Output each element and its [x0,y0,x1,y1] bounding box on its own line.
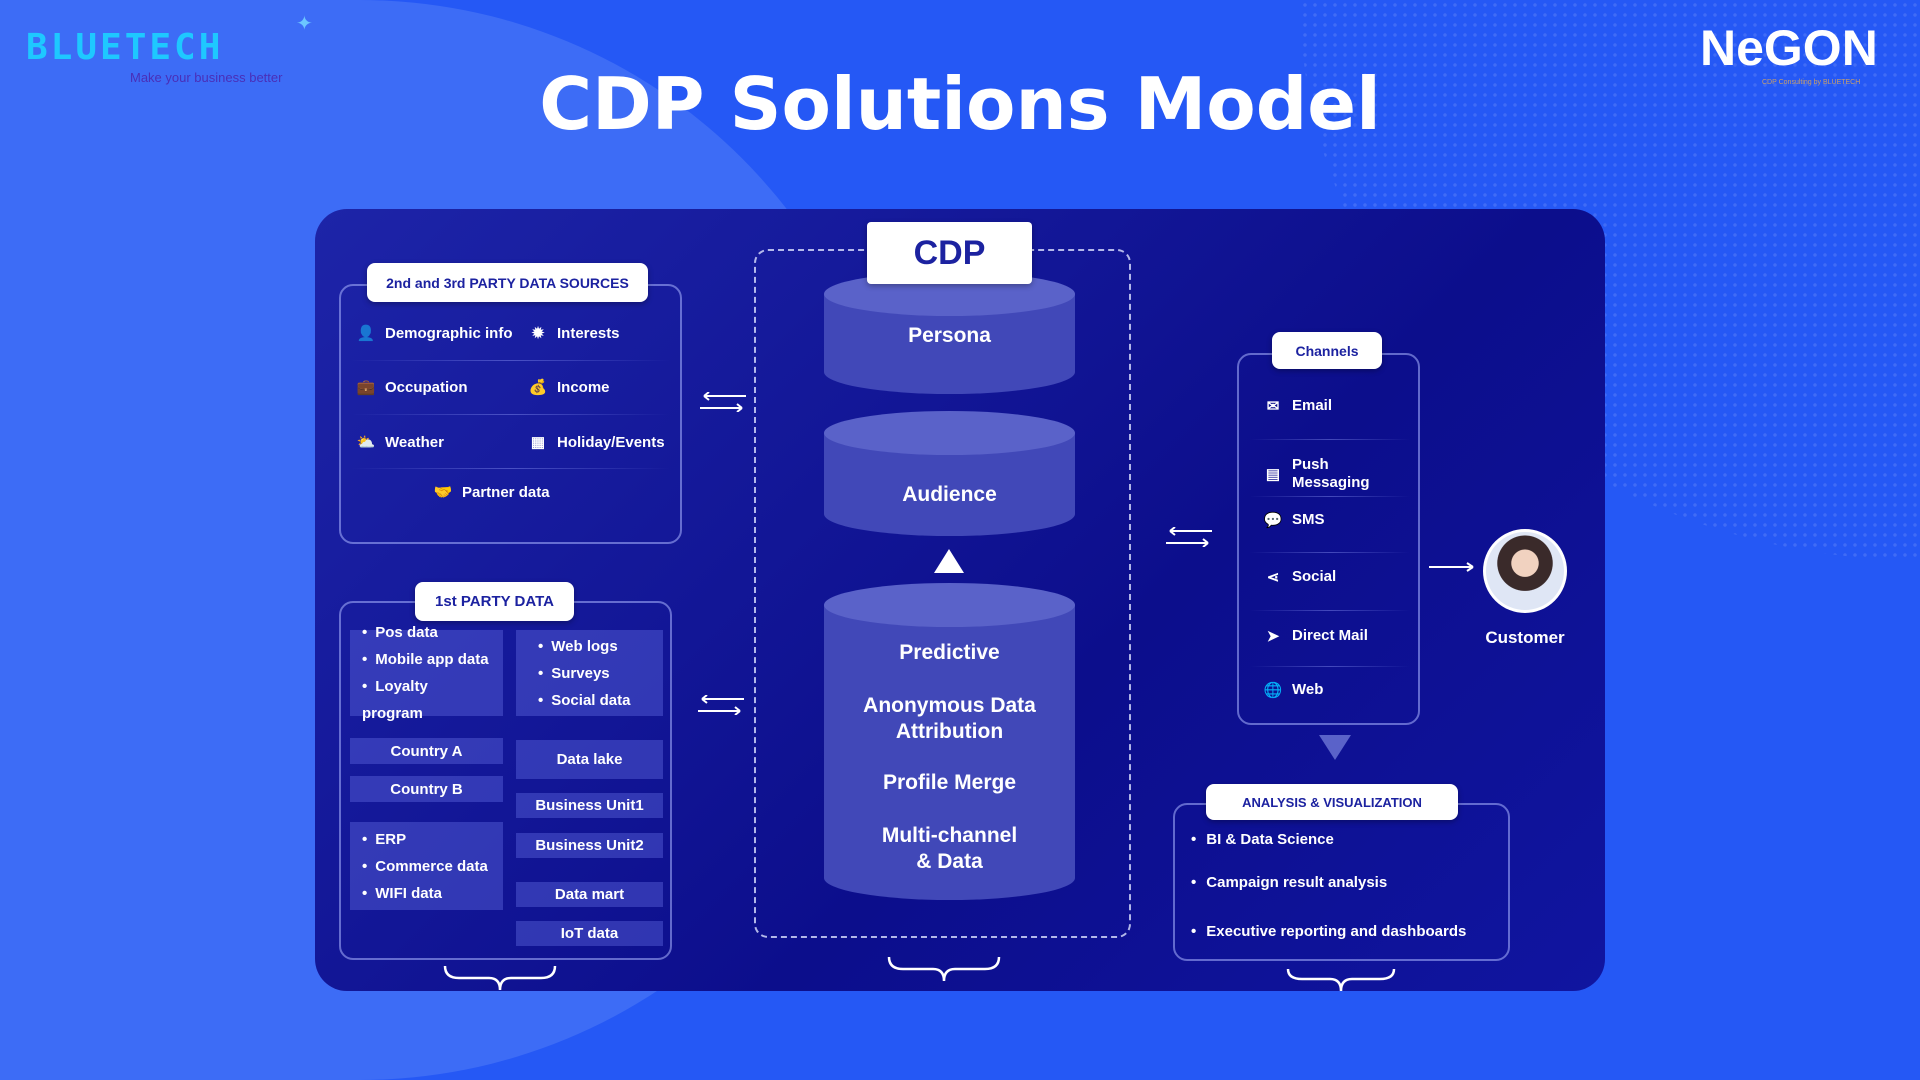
channel-label: Email [1292,397,1333,414]
up-triangle-icon [934,549,964,573]
bullet: • [1191,831,1197,848]
channel-direct-mail: ➤ Direct Mail [1264,627,1414,645]
analysis-item-label: Campaign result analysis [1206,874,1388,891]
channel-push-messaging: ▤ Push Messaging [1264,456,1414,492]
first-party-list-item: Surveys [538,660,651,687]
first-party-list-item: ERP [362,826,491,853]
first-party-list-item: Loyalty program [362,673,491,727]
brace-icon [887,956,1001,982]
bullet: • [1191,923,1197,940]
third-party-box [339,284,682,544]
first-party-list-item: Web logs [538,633,651,660]
third-party-item-label: Interests [557,324,620,342]
layer-profile-merge: Profile Merge [882,771,1017,794]
iot-data: IoT data [516,921,663,946]
third-party-item-label: Partner data [462,483,550,501]
weather-icon: ⛅ [356,434,376,451]
channel-label: Push Messaging [1292,456,1370,491]
core-cylinder: Predictive Anonymous Data Attribution Pr… [824,583,1075,900]
analysis-item: • BI & Data Science [1191,831,1334,848]
sparkle-icon: ✦ [296,13,313,35]
negon-tagline: CDP Consulting by BLUETECH [1762,79,1861,86]
layer-predictive: Predictive [899,641,1000,664]
first-party-list-item: WIFI data [362,880,491,907]
first-party-list-item: Commerce data [362,853,491,880]
channel-social: ⋖ Social [1264,568,1414,586]
down-triangle-icon [1319,735,1351,760]
bluetech-logo: BLUETECH [26,27,224,68]
data-lake: Data lake [516,740,663,779]
person-icon: 👤 [356,325,376,342]
first-party-list-item: Pos data [362,619,491,646]
data-mart: Data mart [516,882,663,907]
cdp-label: CDP [867,222,1032,284]
bullet: • [1191,874,1197,891]
analysis-item-label: Executive reporting and dashboards [1206,923,1467,940]
email-icon: ✉ [1266,398,1280,415]
first-party-group1: Pos dataMobile app dataLoyalty program [350,624,503,722]
negon-logo: NeGON [1700,20,1878,76]
bidirectional-arrow-icon [700,392,746,412]
third-party-item: 👤 Demographic info [356,324,513,343]
channel-email: ✉ Email [1264,397,1414,415]
layer-multichannel: Multi-channel & Data [881,824,1018,873]
persona-label: Persona [908,324,991,347]
bidirectional-arrow-icon [698,695,744,715]
channel-label: Direct Mail [1292,627,1368,644]
third-party-item: 💼 Occupation [356,378,468,397]
bidirectional-arrow-icon [1166,527,1212,547]
third-party-item: 🤝 Partner data [433,483,550,502]
third-party-item: ✹ Interests [529,324,620,343]
globe-icon: 🌐 [1263,682,1283,699]
channel-label: SMS [1292,511,1325,528]
third-party-item-label: Occupation [385,378,468,396]
calendar-icon: ▦ [530,434,546,451]
third-party-item: ▦ Holiday/Events [529,433,665,452]
third-party-header: 2nd and 3rd PARTY DATA SOURCES [367,263,648,302]
audience-label: Audience [902,483,997,506]
channel-label: Web [1292,681,1324,698]
channel-web: 🌐 Web [1264,681,1414,699]
third-party-item-label: Demographic info [385,324,513,342]
right-arrow-icon [1429,562,1474,572]
business-unit-1: Business Unit1 [516,793,663,818]
third-party-item: ⛅ Weather [356,433,444,452]
push-icon: ▤ [1265,466,1281,483]
bluetech-tagline: Make your business better [130,70,283,85]
sms-icon: 💬 [1263,512,1283,529]
brace-icon [443,965,557,991]
persona-cylinder: Persona [824,272,1075,394]
share-icon: ⋖ [1266,569,1280,586]
page-title: CDP Solutions Model [539,62,1381,146]
country-b: Country B [350,776,503,802]
audience-cylinder: Audience [824,411,1075,536]
briefcase-icon: 💼 [356,379,376,396]
country-a: Country A [350,738,503,764]
send-icon: ➤ [1266,628,1280,645]
third-party-item-label: Holiday/Events [557,433,665,451]
channel-sms: 💬 SMS [1264,511,1414,529]
first-party-list-item: Mobile app data [362,646,491,673]
third-party-item-label: Income [557,378,610,396]
first-party-list-item: Social data [538,687,651,714]
third-party-item: 💰 Income [528,378,610,397]
analysis-item-label: BI & Data Science [1206,831,1334,848]
analysis-header: ANALYSIS & VISUALIZATION [1206,784,1458,820]
money-bag-icon: 💰 [528,379,548,396]
first-party-group2: Web logsSurveysSocial data [516,630,663,716]
business-unit-2: Business Unit2 [516,833,663,858]
channel-label: Social [1292,568,1337,585]
brace-icon [1286,968,1396,992]
customer-avatar [1483,529,1567,613]
sun-icon: ✹ [531,325,545,342]
customer-label: Customer [1485,628,1565,647]
analysis-item: • Executive reporting and dashboards [1191,923,1466,940]
first-party-header: 1st PARTY DATA [415,582,574,621]
handshake-icon: 🤝 [433,484,453,501]
first-party-group3: ERPCommerce dataWIFI data [350,822,503,910]
analysis-item: • Campaign result analysis [1191,874,1387,891]
channels-header: Channels [1272,332,1382,369]
layer-anonymous-attribution: Anonymous Data Attribution [863,694,1036,743]
third-party-item-label: Weather [385,433,444,451]
